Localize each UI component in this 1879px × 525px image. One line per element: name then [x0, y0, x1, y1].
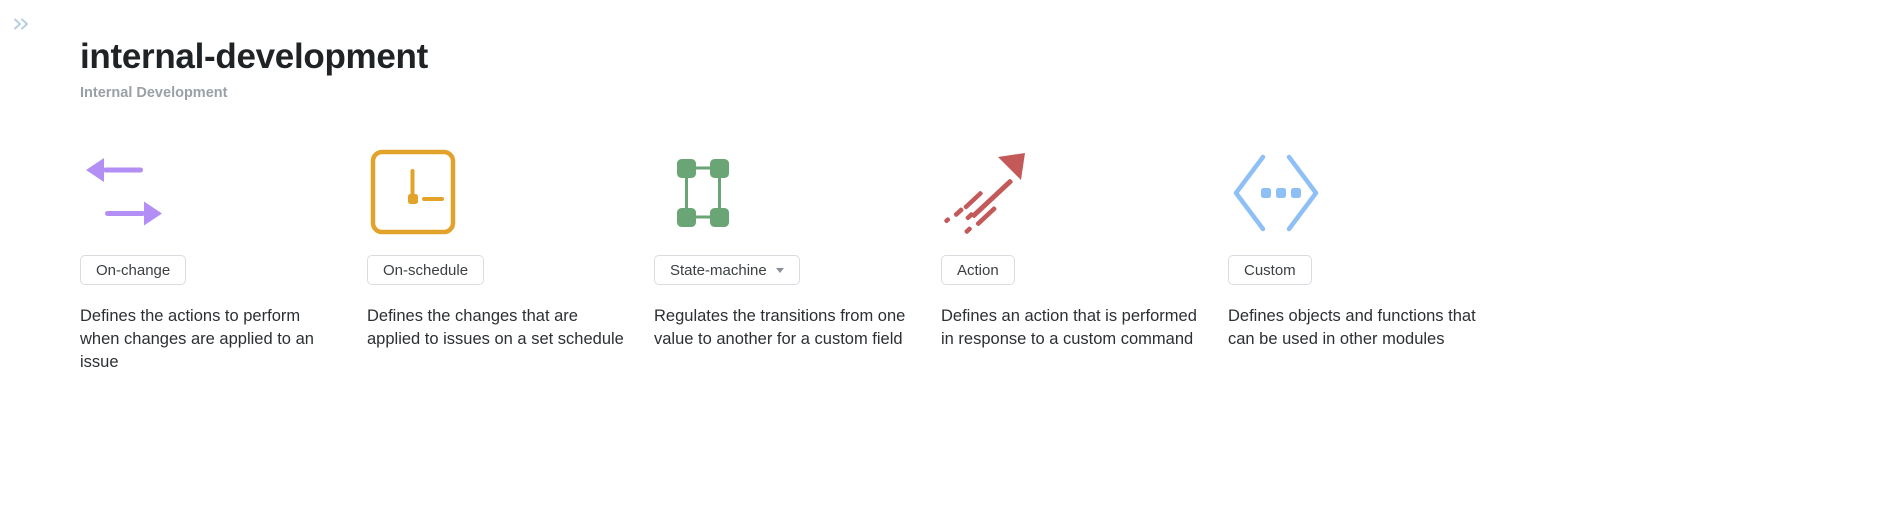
rule-type-card-custom: Custom Defines objects and functions tha…: [1228, 145, 1515, 374]
expand-sidebar-button[interactable]: [8, 12, 36, 36]
chip-label: On-schedule: [383, 261, 469, 279]
code-brackets-icon: [1228, 145, 1515, 241]
page-subtitle: Internal Development: [80, 85, 228, 101]
chevron-down-icon: [775, 268, 784, 273]
rule-type-description: Regulates the transitions from one value…: [654, 307, 906, 348]
double-chevron-right-icon: [11, 16, 33, 32]
chip-label: Action: [957, 261, 999, 279]
rule-type-card-on-schedule: On-schedule Defines the changes that are…: [367, 145, 654, 374]
rule-type-button-custom[interactable]: Custom: [1228, 255, 1312, 285]
chip-row: On-schedule: [367, 255, 654, 285]
rule-type-card-action: Action Defines an action that is perform…: [941, 145, 1228, 374]
chip-label: Custom: [1244, 261, 1296, 279]
state-machine-nodes-icon: [654, 145, 941, 241]
rule-type-description: Defines the actions to perform when chan…: [80, 307, 314, 371]
chip-row: Action: [941, 255, 1228, 285]
chip-label: State-machine: [670, 261, 767, 279]
page-header: internal-development Internal Developmen…: [80, 36, 428, 102]
rule-type-card-state-machine: State-machine Regulates the transitions …: [654, 145, 941, 374]
rule-type-description: Defines an action that is performed in r…: [941, 307, 1197, 348]
rule-type-button-on-change[interactable]: On-change: [80, 255, 187, 285]
two-way-arrows-icon: [80, 145, 367, 241]
rising-arrow-icon: [941, 145, 1228, 241]
rule-type-button-action[interactable]: Action: [941, 255, 1015, 285]
chip-row: On-change: [80, 255, 367, 285]
rule-type-columns: On-change Defines the actions to perform…: [80, 145, 1800, 374]
clock-square-icon: [367, 145, 654, 241]
rule-type-description: Defines the changes that are applied to …: [367, 307, 624, 348]
page-title: internal-development: [80, 37, 428, 76]
chip-row: Custom: [1228, 255, 1515, 285]
rule-type-button-on-schedule[interactable]: On-schedule: [367, 255, 485, 285]
chip-row: State-machine: [654, 255, 941, 285]
rule-type-card-on-change: On-change Defines the actions to perform…: [80, 145, 367, 374]
rule-type-description: Defines objects and functions that can b…: [1228, 307, 1476, 348]
rule-type-button-state-machine[interactable]: State-machine: [654, 255, 800, 285]
chip-label: On-change: [96, 261, 171, 279]
